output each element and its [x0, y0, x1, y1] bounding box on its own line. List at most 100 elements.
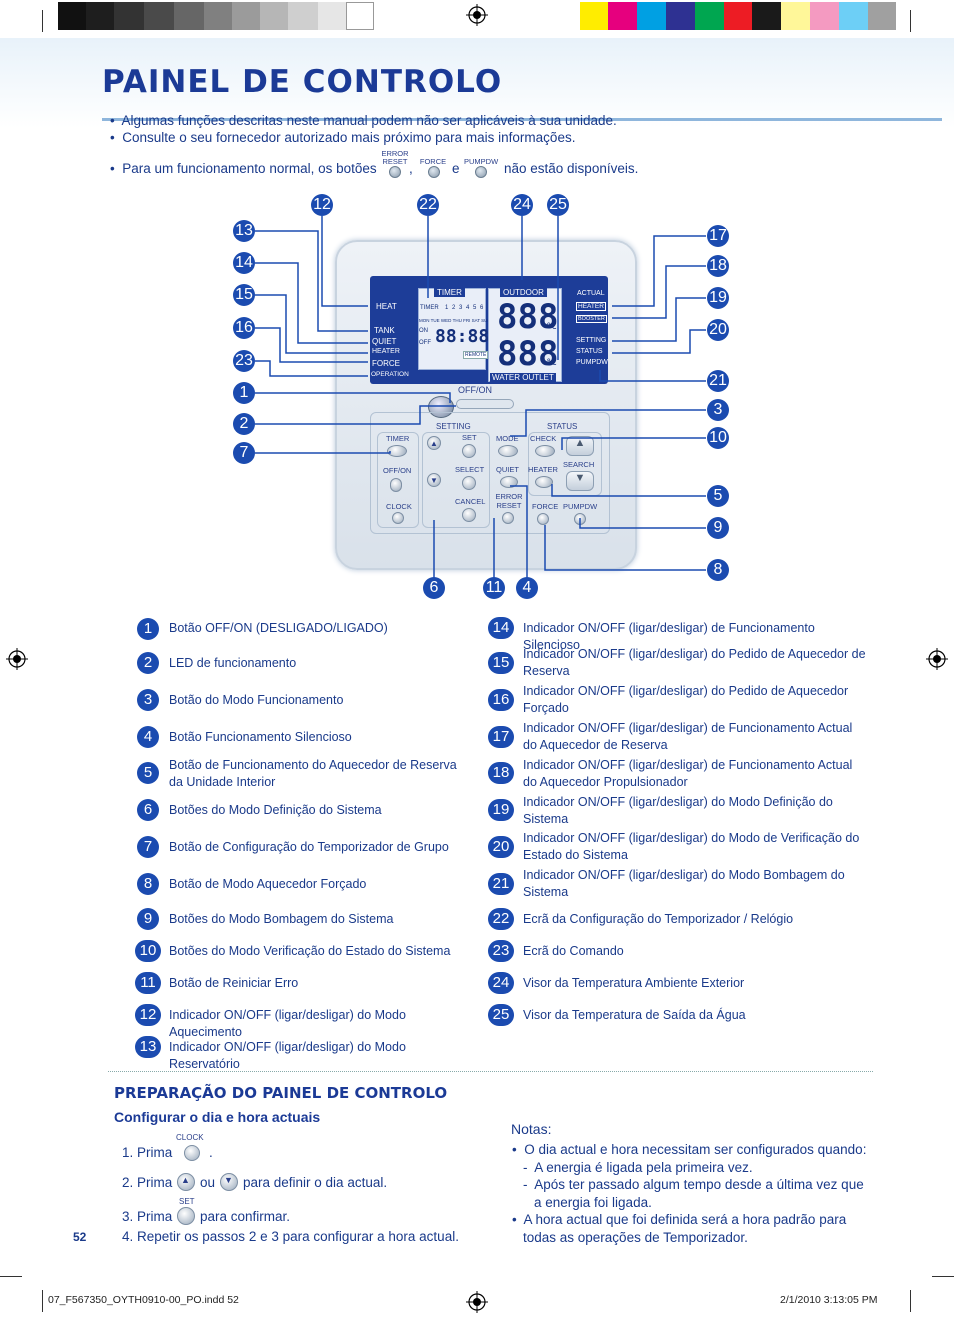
key-select[interactable] — [462, 476, 476, 490]
lcd-remote: REMOTE — [463, 351, 489, 359]
key-heater[interactable] — [535, 476, 553, 488]
search-up-button[interactable]: ▲ — [566, 436, 594, 456]
legend-num: 1 — [137, 618, 159, 640]
lcd-timer-tag: TIMER — [420, 305, 439, 311]
legend-num: 20 — [488, 836, 514, 858]
page-title: PAINEL DE CONTROLO — [102, 64, 503, 100]
key-quiet[interactable] — [500, 476, 518, 488]
key-set[interactable] — [462, 444, 476, 458]
lcd-slots: 1 2 3 4 5 6 — [445, 305, 485, 311]
key-error-reset[interactable] — [502, 512, 514, 524]
legend-text: Botão de Reiniciar Erro — [169, 976, 299, 990]
lcd-quiet: QUIET — [372, 337, 397, 346]
legend-num: 3 — [137, 689, 159, 711]
key-down[interactable] — [427, 473, 441, 487]
temperature-screen — [488, 288, 562, 382]
legend-num: 2 — [137, 652, 159, 674]
step-2-text: 2. Prima — [122, 1175, 173, 1190]
up-arrow-icon: ▲ — [430, 439, 438, 448]
normal-op-suffix: não estão disponíveis. — [504, 161, 639, 176]
step-2-or: ou — [200, 1175, 216, 1190]
lcd-status: STATUS — [576, 348, 603, 355]
legend-text: Botão de Modo Aquecedor Forçado — [169, 877, 367, 891]
key-force-label: FORCE — [532, 502, 559, 511]
key-heater-label: HEATER — [528, 465, 558, 474]
key-check[interactable] — [535, 445, 555, 457]
key-search-label: SEARCH — [563, 460, 595, 469]
legend-text: Botões do Modo Definição do Sistema — [169, 803, 382, 817]
callout-19: 19 — [707, 287, 729, 309]
legend-num: 22 — [488, 908, 514, 930]
key-up[interactable] — [427, 436, 441, 450]
legend-num: 18 — [488, 762, 514, 784]
lcd-outdoor-label: OUTDOOR — [500, 288, 547, 297]
callout-23: 23 — [233, 350, 255, 372]
timer-group-box — [377, 432, 419, 528]
legend-num: 16 — [488, 689, 514, 711]
step-2-down-button — [220, 1173, 238, 1191]
status-header: STATUS — [547, 422, 578, 431]
step-2-up-button — [177, 1173, 195, 1191]
legend-text: Ecrã do Comando — [523, 944, 624, 958]
key-set-label: SET — [462, 433, 477, 442]
step-1-end: . — [209, 1145, 213, 1160]
legend-num: 17 — [488, 726, 514, 748]
registration-mark-right — [926, 648, 948, 670]
step-4-text: 4. Repetir os passos 2 e 3 para configur… — [122, 1229, 459, 1244]
key-timer[interactable] — [387, 445, 407, 457]
callout-14: 14 — [233, 252, 255, 274]
lcd-on: ON — [419, 328, 428, 334]
registration-mark-bottom — [466, 1291, 488, 1313]
callout-9: 9 — [707, 517, 729, 539]
key-off-on[interactable] — [390, 478, 402, 492]
legend-num: 4 — [137, 726, 159, 748]
lcd-operation: OPERATION — [371, 371, 409, 378]
key-cancel[interactable] — [462, 508, 476, 522]
legend-num: 25 — [488, 1004, 514, 1026]
key-force[interactable] — [537, 513, 549, 525]
key-mode[interactable] — [498, 445, 518, 457]
step-3-set-button — [177, 1207, 195, 1225]
step-1-clock-label: CLOCK — [176, 1133, 204, 1142]
callout-21: 21 — [707, 370, 729, 392]
lcd-force: FORCE — [372, 359, 400, 368]
step-3-end: para confirmar. — [200, 1209, 291, 1224]
step-2-up-arrow-icon: ▲ — [181, 1175, 190, 1185]
callout-16: 16 — [233, 317, 255, 339]
key-error-reset-label: ERROR RESET — [495, 492, 523, 510]
notes-title: Notas: — [511, 1121, 552, 1137]
down-arrow-icon: ▼ — [430, 476, 438, 485]
legend-text: Botões do Modo Verificação do Estado do … — [169, 944, 451, 958]
callout-1: 1 — [233, 382, 255, 404]
legend-num: 13 — [135, 1036, 161, 1058]
lcd-water-deg: °C — [546, 358, 557, 368]
prep-heading: PREPARAÇÃO DO PAINEL DE CONTROLO — [114, 1084, 448, 1102]
legend-text: Indicador ON/OFF (ligar/desligar) do Mod… — [169, 1040, 406, 1071]
legend-num: 15 — [488, 652, 514, 674]
pumpdw-small-button — [475, 166, 487, 178]
key-clock[interactable] — [392, 512, 404, 524]
key-cancel-label: CANCEL — [455, 497, 486, 506]
legend-num: 11 — [135, 972, 161, 994]
notes-bullet-2: • A hora actual que foi definida será a … — [512, 1212, 847, 1245]
legend-text: Visor da Temperatura de Saída da Água — [523, 1008, 746, 1022]
callout-11: 11 — [483, 577, 505, 599]
notes-dash-2: - Após ter passado algum tempo desde a ú… — [523, 1177, 864, 1210]
legend-text: Botão do Modo Funcionamento — [169, 693, 344, 707]
lcd-off: OFF — [419, 340, 431, 346]
legend-num: 6 — [137, 799, 159, 821]
callout-17: 17 — [707, 225, 729, 247]
section-divider — [108, 1071, 873, 1072]
search-down-button[interactable]: ▼ — [566, 471, 594, 491]
key-quiet-label: QUIET — [496, 465, 519, 474]
legend-text: Indicador ON/OFF (ligar/desligar) do Mod… — [169, 1008, 406, 1039]
callout-4: 4 — [516, 577, 538, 599]
key-timer-label: TIMER — [386, 434, 410, 443]
legend-num: 12 — [135, 1004, 161, 1026]
callout-8: 8 — [707, 559, 729, 581]
force-small-label: FORCE — [419, 157, 447, 166]
notes-bullet-1: • O dia actual e hora necessitam ser con… — [512, 1142, 867, 1157]
legend-text: Botão de Funcionamento do Aquecedor de R… — [169, 758, 457, 789]
callout-7: 7 — [233, 442, 255, 464]
legend-text: Botões do Modo Bombagem do Sistema — [169, 912, 394, 926]
